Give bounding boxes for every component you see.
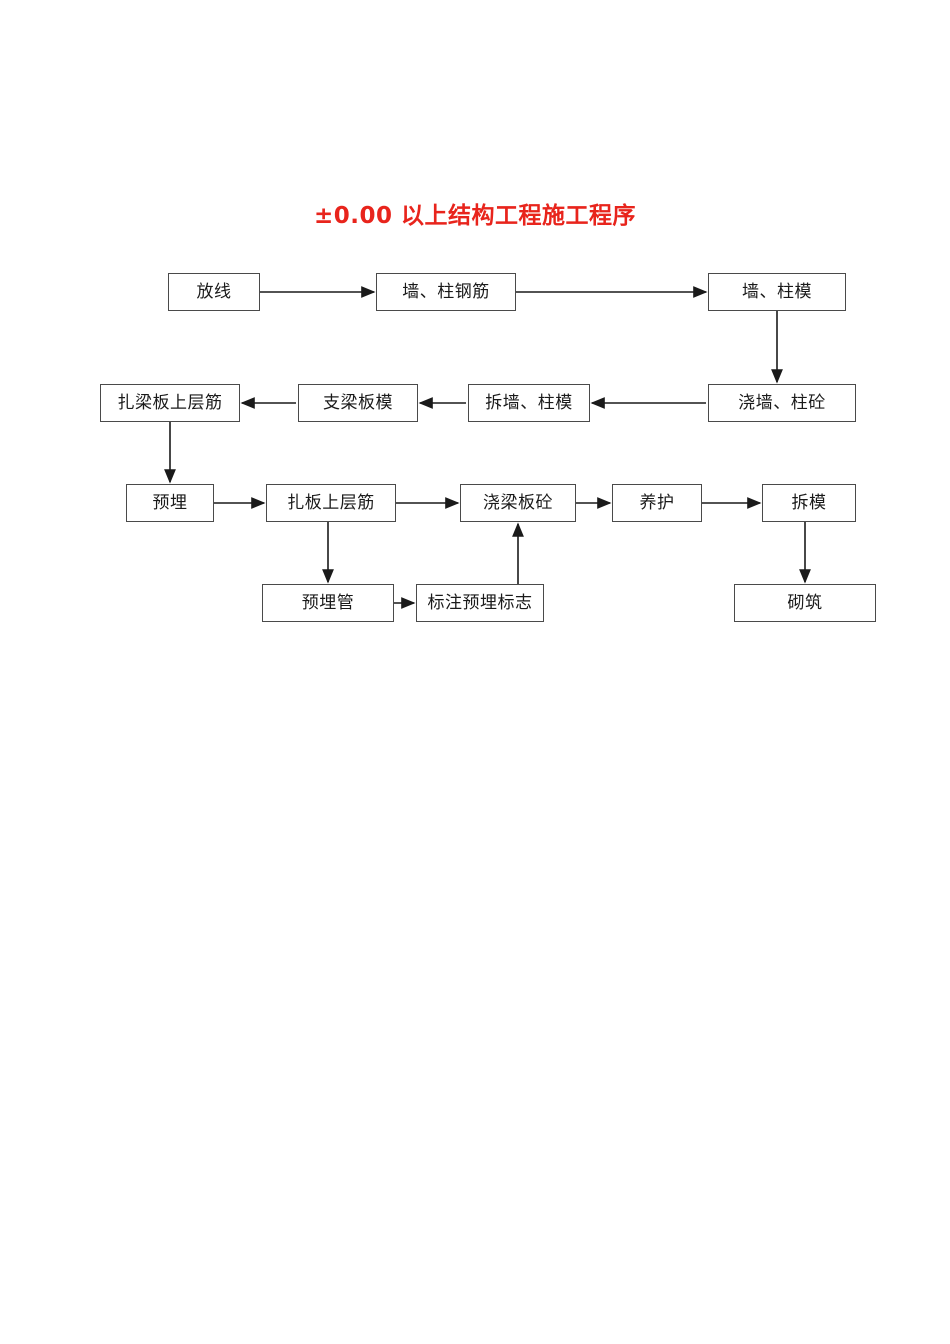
node-jiaoliangbanton[interactable]: 浇梁板砼 [460,484,576,522]
node-zhaliangbanshangcengjin[interactable]: 扎梁板上层筋 [100,384,240,422]
node-yumai[interactable]: 预埋 [126,484,214,522]
page-title: ±0.00 以上结构工程施工程序 [313,203,637,229]
node-zhabanshangcengjin[interactable]: 扎板上层筋 [266,484,396,522]
node-fangxian[interactable]: 放线 [168,273,260,311]
node-qiangzhumo[interactable]: 墙、柱模 [708,273,846,311]
node-jiaoqiangzhuton[interactable]: 浇墙、柱砼 [708,384,856,422]
node-chaiqiangzhumo[interactable]: 拆墙、柱模 [468,384,590,422]
node-yumaiguan[interactable]: 预埋管 [262,584,394,622]
node-chaimo[interactable]: 拆模 [762,484,856,522]
node-yanghu[interactable]: 养护 [612,484,702,522]
node-qizhu[interactable]: 砌筑 [734,584,876,622]
node-qiangzhugangjin[interactable]: 墙、柱钢筋 [376,273,516,311]
node-biaozhuyumaibiaozhi[interactable]: 标注预埋标志 [416,584,544,622]
node-zhiliangbanmo[interactable]: 支梁板模 [298,384,418,422]
